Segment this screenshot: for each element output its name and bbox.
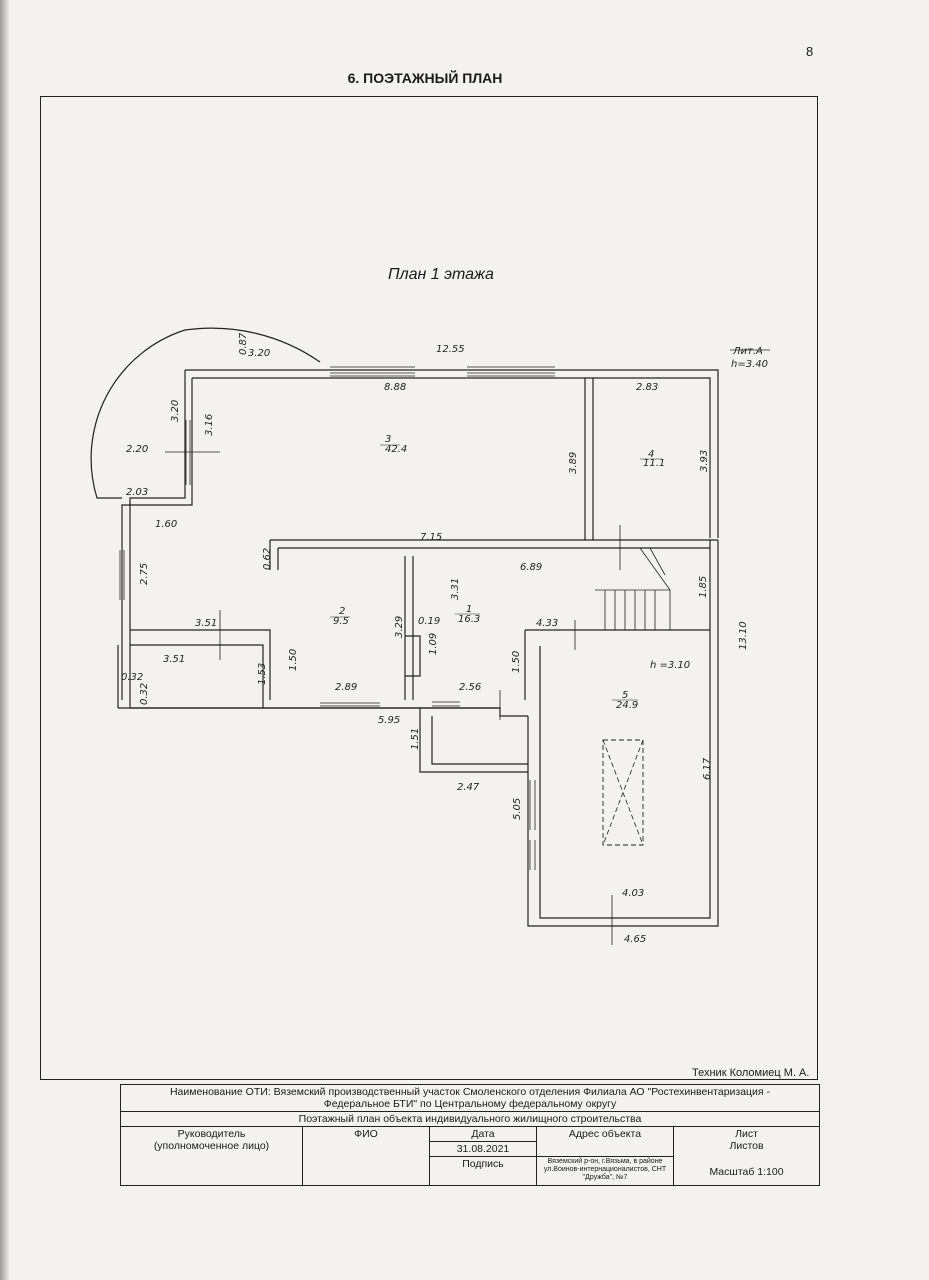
room2-area: 9.5 [333, 616, 349, 627]
dimension-ticks [165, 349, 770, 945]
dim: 3.29 [394, 616, 405, 638]
outer-walls [117, 369, 719, 927]
dim: 0.32 [121, 672, 143, 683]
staircase [595, 547, 671, 630]
dim: 2.89 [335, 682, 357, 693]
dim: 1.53 [257, 663, 268, 685]
dim: 2.56 [459, 682, 481, 693]
dim: 12.55 [436, 344, 465, 355]
stamp-head-cell: Руководитель (уполномоченное лицо) [120, 1126, 303, 1186]
dim: 2.20 [126, 444, 148, 455]
dim: 3.93 [699, 450, 710, 472]
dim: 0.62 [262, 548, 273, 570]
stamp-org-line2: Федеральное БТИ" по Центральному федерал… [323, 1098, 617, 1110]
dim: 3.51 [163, 654, 185, 665]
dim: 5.95 [378, 715, 400, 726]
room5-num: 5 [622, 690, 628, 701]
dim: 1.09 [428, 633, 439, 655]
stamp-sheet-label: Лист [735, 1128, 758, 1140]
dim: 2.83 [636, 382, 658, 393]
dim: 1.50 [511, 651, 522, 673]
lit-name: Лит.А [732, 346, 763, 357]
stamp-address-label: Адрес объекта [536, 1126, 674, 1157]
stamp-head-label2: (уполномоченное лицо) [153, 1140, 270, 1152]
dim: 6.17 [702, 757, 713, 780]
technician-signature: Техник Коломиец М. А. [692, 1067, 810, 1079]
dim: 3.31 [450, 578, 461, 600]
dim: 1.85 [698, 576, 709, 598]
dim: 6.89 [520, 562, 542, 573]
dim: 3.89 [568, 452, 579, 474]
dim: 8.88 [384, 382, 406, 393]
drawing-frame [40, 96, 818, 1080]
dim: 3.20 [248, 348, 270, 359]
dim: 0.32 [139, 683, 150, 705]
page-number: 8 [806, 44, 814, 59]
room1-num: 1 [466, 604, 472, 615]
room3-area: 42.4 [385, 444, 407, 455]
windows [119, 366, 555, 870]
stamp-doc-title: Поэтажный план объекта индивидуального ж… [120, 1111, 820, 1127]
dim: 1.50 [288, 649, 299, 671]
stamp-head-label1: Руководитель [177, 1128, 246, 1140]
stamp-sign-label: Подпись [429, 1156, 537, 1186]
dim: 2.47 [457, 782, 480, 793]
dim: 3.16 [204, 414, 215, 436]
room1-area: 16.3 [458, 614, 480, 625]
dim: 1.51 [410, 728, 421, 750]
stamp-sheet-cell: Лист Листов Масштаб 1:100 [673, 1126, 820, 1186]
bay-window-arc [90, 329, 186, 499]
title-block-stamp: Наименование ОТИ: Вяземский производстве… [120, 1084, 820, 1186]
stamp-org-name: Наименование ОТИ: Вяземский производстве… [120, 1084, 820, 1112]
dim: 0.87 [238, 332, 249, 355]
interior-walls [130, 378, 718, 773]
dim: 4.33 [536, 618, 558, 629]
scan-edge-shadow [0, 0, 10, 1280]
dim: 0.19 [418, 616, 440, 627]
dim: 2.03 [126, 487, 148, 498]
stamp-sheets-label: Листов [729, 1140, 764, 1152]
room3-num: 3 [385, 434, 391, 445]
sheet-title: 6. ПОЭТАЖНЫЙ ПЛАН [347, 70, 503, 86]
dim: 4.65 [624, 934, 646, 945]
dim: 3.51 [195, 618, 217, 629]
stamp-date-value: 31.08.2021 [429, 1141, 537, 1157]
room4-area: 11.1 [643, 458, 665, 469]
dim: 2.75 [139, 563, 150, 585]
stamp-scale: Масштаб 1:100 [709, 1166, 784, 1178]
dim: 1.60 [155, 519, 177, 530]
plan-title: План 1 этажа [388, 266, 494, 283]
lit-height: h=3.40 [731, 359, 768, 370]
dim: 3.20 [170, 400, 181, 422]
stamp-fio: ФИО [302, 1126, 430, 1186]
stamp-org-line1: Наименование ОТИ: Вяземский производстве… [169, 1086, 771, 1098]
dim: 4.03 [622, 888, 644, 899]
stamp-address-value: Вяземский р-он, г.Вязьма, в районе ул.Во… [536, 1156, 674, 1186]
stamp-date-label: Дата [429, 1126, 537, 1142]
room5-area: 24.9 [616, 700, 638, 711]
room2-num: 2 [339, 606, 345, 617]
dim: 13.10 [738, 621, 749, 650]
dim: 5.05 [512, 798, 523, 820]
dim: 7.15 [420, 532, 442, 543]
room5-height: h =3.10 [650, 660, 690, 671]
garage-pit [602, 739, 644, 846]
room4-num: 4 [648, 449, 654, 460]
